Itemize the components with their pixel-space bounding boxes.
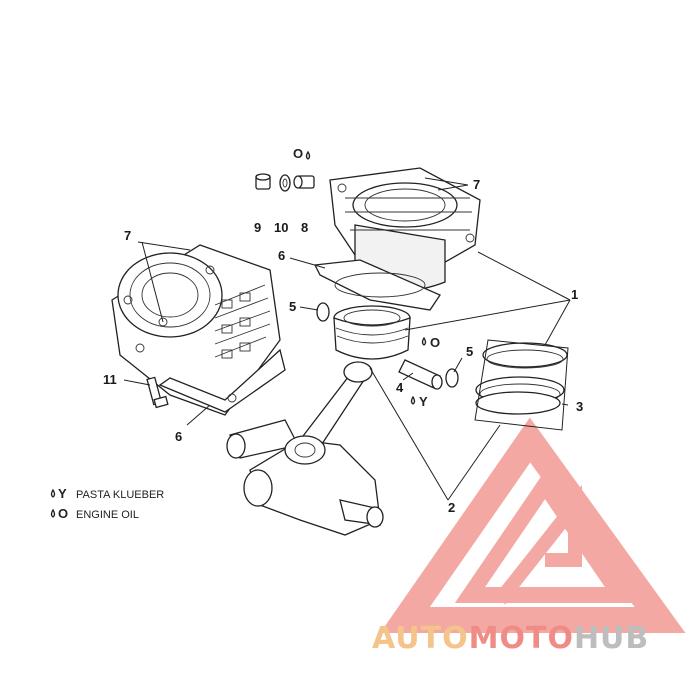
watermark-wordmark: AUTOMOTOHUB <box>372 621 649 656</box>
logo-triangle-icon <box>380 417 686 633</box>
callout-11: 11 <box>103 372 117 387</box>
paste-drop-icon <box>50 488 56 498</box>
paste-mark-pin: Y <box>419 394 428 409</box>
watermark-word: AUTOMOTOHUB <box>372 621 649 656</box>
callout-5-left: 5 <box>289 299 296 314</box>
callout-6-upper: 6 <box>278 248 285 263</box>
crankshaft-conrod <box>226 361 384 536</box>
legend-code-oil: O <box>58 506 68 521</box>
oil-mark-piston: O <box>430 335 440 350</box>
callout-1: 1 <box>571 287 578 302</box>
circlip-left-icon <box>316 302 330 322</box>
paste-drop-icon <box>410 395 416 405</box>
callout-5-right: 5 <box>466 344 473 359</box>
piston-rings <box>474 339 569 431</box>
lube-marks: O O Y <box>293 146 440 409</box>
base-gasket <box>314 259 441 311</box>
callout-9: 9 <box>254 220 261 235</box>
callout-4: 4 <box>396 380 404 395</box>
callout-6-lower: 6 <box>175 429 182 444</box>
callout-8: 8 <box>301 220 308 235</box>
screw-11-icon <box>146 376 169 409</box>
oil-drop-icon <box>50 508 56 518</box>
watermark-logo <box>380 417 686 633</box>
callout-7-left: 7 <box>124 228 131 243</box>
oil-mark-top: O <box>293 146 303 161</box>
callout-numbers: 1 2 3 4 5 5 6 6 7 7 8 9 10 11 <box>103 177 583 515</box>
logo-swoosh-icon <box>494 484 582 605</box>
oil-drop-icon <box>421 336 427 346</box>
leader-lines <box>123 177 571 501</box>
callout-7-right: 7 <box>473 177 480 192</box>
callout-2: 2 <box>448 500 455 515</box>
piston <box>333 305 411 360</box>
watermark-moto: MOTO <box>469 621 574 656</box>
cylinder-upper <box>329 167 481 292</box>
callout-10: 10 <box>274 220 288 235</box>
logo-inner-m-icon <box>454 470 636 603</box>
legend-text-paste: PASTA KLUEBER <box>76 489 164 501</box>
legend-code-paste: Y <box>58 486 67 501</box>
piston-pin-icon <box>398 359 443 390</box>
legend-text-oil: ENGINE OIL <box>76 509 139 521</box>
oil-drop-icon <box>305 150 311 160</box>
watermark-hub: HUB <box>574 621 649 656</box>
callout-3: 3 <box>576 399 583 414</box>
watermark-auto: AUTO <box>372 621 469 656</box>
circlip-right-icon <box>445 368 459 388</box>
cylinder-block-left <box>111 244 286 416</box>
washer-10-icon <box>279 174 291 192</box>
lubrication-legend: Y PASTA KLUEBER O ENGINE OIL <box>50 486 164 521</box>
fitting-9-icon <box>255 173 271 190</box>
plug-8-icon <box>293 175 315 189</box>
